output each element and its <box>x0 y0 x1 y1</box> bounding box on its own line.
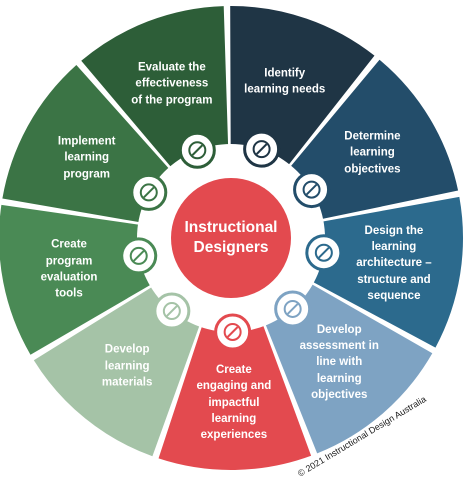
checklist-grid-icon <box>120 237 158 275</box>
segment-label-8: Implement learning program <box>57 135 116 181</box>
magnifier-icon <box>243 130 281 168</box>
brain-circuit-icon <box>214 313 252 351</box>
segment-label-9: Evaluate the effectiveness of the progra… <box>131 61 213 107</box>
segment-label-3: Design the learning architecture – struc… <box>356 224 432 303</box>
center-circle <box>171 178 291 298</box>
atom-bulb-icon <box>305 234 343 272</box>
center-label: Instructional Designers <box>184 218 278 256</box>
chart-report-icon <box>178 131 216 169</box>
rocket-icon <box>130 173 168 211</box>
gears-icon <box>153 292 191 330</box>
segment-3 <box>292 196 463 348</box>
segment-label-6: Develop learning materials <box>101 343 153 389</box>
segment-label-5: Create engaging and impactful learning e… <box>196 364 272 442</box>
segment-label-4: Develop assessment in line with learning… <box>299 323 379 402</box>
target-icon <box>293 171 331 209</box>
segment-5 <box>158 303 312 471</box>
segment-label-7: Create program evaluation tools <box>40 238 98 300</box>
segment-label-2: Determine learning objectives <box>344 130 401 176</box>
segment-label-1: Identify learning needs <box>244 67 326 96</box>
head-lightbulb-icon <box>274 290 312 328</box>
